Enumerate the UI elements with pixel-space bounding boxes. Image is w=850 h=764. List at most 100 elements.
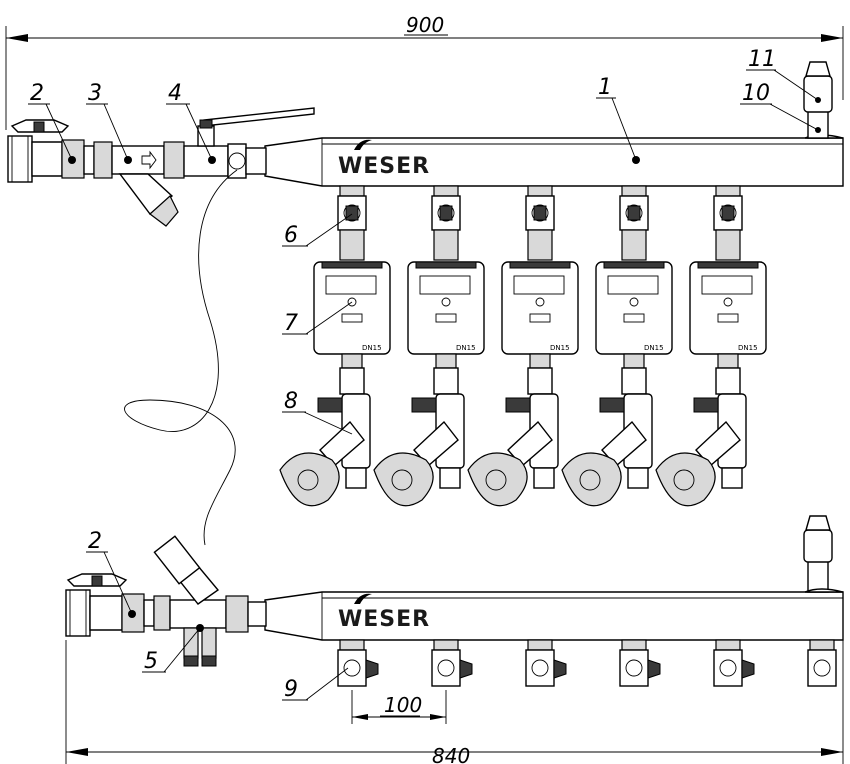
dimension-900: 900 [5,13,844,130]
branch-4: DN15 [561,185,673,507]
callout-8: 8 [284,389,298,414]
valve-handle [343,204,361,222]
balancing-valve-port [599,397,625,413]
return-outlet-4 [619,639,661,687]
meter-size-label: DN15 [550,344,570,352]
callout-3: 3 [88,81,102,106]
valve-handle [531,204,549,222]
handwheel-hub [579,469,601,491]
callout-9: 9 [284,677,298,702]
meter-top-band [509,261,571,269]
branch-outlet-nut [345,467,367,489]
meter-size-label: DN15 [362,344,382,352]
return-outlet-3 [525,639,567,687]
balancing-valve-handwheel [373,452,434,507]
dimension-900-label: 900 [406,13,444,37]
valve-handle [625,204,643,222]
branch-3: DN15 [467,185,579,507]
meter-button [535,297,545,307]
branch-outlet-nut [533,467,555,489]
valve-stem [721,205,735,221]
meter-display [513,275,565,295]
meter-outlet [435,353,457,369]
meter-label-plate [623,313,645,323]
branch-pipe [527,367,553,395]
meter-top-band [321,261,383,269]
outlet-valve-handle [437,659,455,677]
return-outlet-2 [431,639,473,687]
return-manifold: WESER [264,515,844,641]
callouts: 1 2 3 4 10 11 2 5 6 7 [28,47,819,702]
branch-pipe [433,367,459,395]
dimension-100-label: 100 [384,693,422,717]
branch-coupling [621,229,647,261]
meter-display [325,275,377,295]
callout-5: 5 [144,649,158,674]
capillary-tube [124,169,238,546]
outlet-ball-valve [431,649,461,687]
meter-size-label: DN15 [456,344,476,352]
branch-5: DN15 [655,185,767,507]
dimension-840: 840 [65,640,844,764]
meter-display [701,275,753,295]
meter-label-plate [717,313,739,323]
branch-coupling [715,229,741,261]
callout-6: 6 [284,223,298,248]
valve-stem [439,205,453,221]
callout-11: 11 [748,47,776,72]
balancing-valve-handwheel [655,452,716,507]
branch-1: DN15 [279,185,391,507]
dimension-100: 100 [351,690,447,724]
outlet-valve-handle [531,659,549,677]
return-outlet-1 [337,639,379,687]
valve-stem [627,205,641,221]
meter-outlet [341,353,363,369]
branch-outlet-nut [721,467,743,489]
meter-button [723,297,733,307]
meter-label-plate [435,313,457,323]
outlet-nut [715,639,741,651]
callout-10: 10 [742,81,770,106]
outlet-valve-handle [813,659,831,677]
outlet-lever [553,659,567,679]
branch-outlet-nut [627,467,649,489]
callout-2-lower: 2 [88,529,102,554]
handwheel-hub [297,469,319,491]
valve-handle [719,204,737,222]
outlet-valve-handle [719,659,737,677]
balancing-valve-port [693,397,719,413]
branch-pipe [621,367,647,395]
outlet-lever [647,659,661,679]
callout-7: 7 [284,311,298,336]
outlet-lever [459,659,473,679]
meter-button [347,297,357,307]
balancing-valve-handwheel [467,452,528,507]
handwheel-hub [391,469,413,491]
outlet-lever [365,659,379,679]
branch-nut [527,185,553,197]
outlet-lever [741,659,755,679]
branch-nut [339,185,365,197]
meter-label-plate [529,313,551,323]
valve-handle [437,204,455,222]
meter-size-label: DN15 [738,344,758,352]
outlet-ball-valve [525,649,555,687]
air-vent [803,61,833,139]
meter-top-band [697,261,759,269]
callout-4: 4 [168,81,182,106]
dimension-840-label: 840 [432,744,470,764]
supply-manifold: WESER [264,134,844,187]
branch-coupling [527,229,553,261]
supply-brand-logo: WESER [338,154,430,179]
branch-outlet-nut [439,467,461,489]
return-outlet-5 [713,639,755,687]
outlet-ball-valve [619,649,649,687]
balancing-valve-handwheel [279,452,340,507]
outlet-valve-handle [343,659,361,677]
branch-nut [433,185,459,197]
meter-button [441,297,451,307]
meter-display [419,275,471,295]
outlet-ball-valve [807,649,837,687]
